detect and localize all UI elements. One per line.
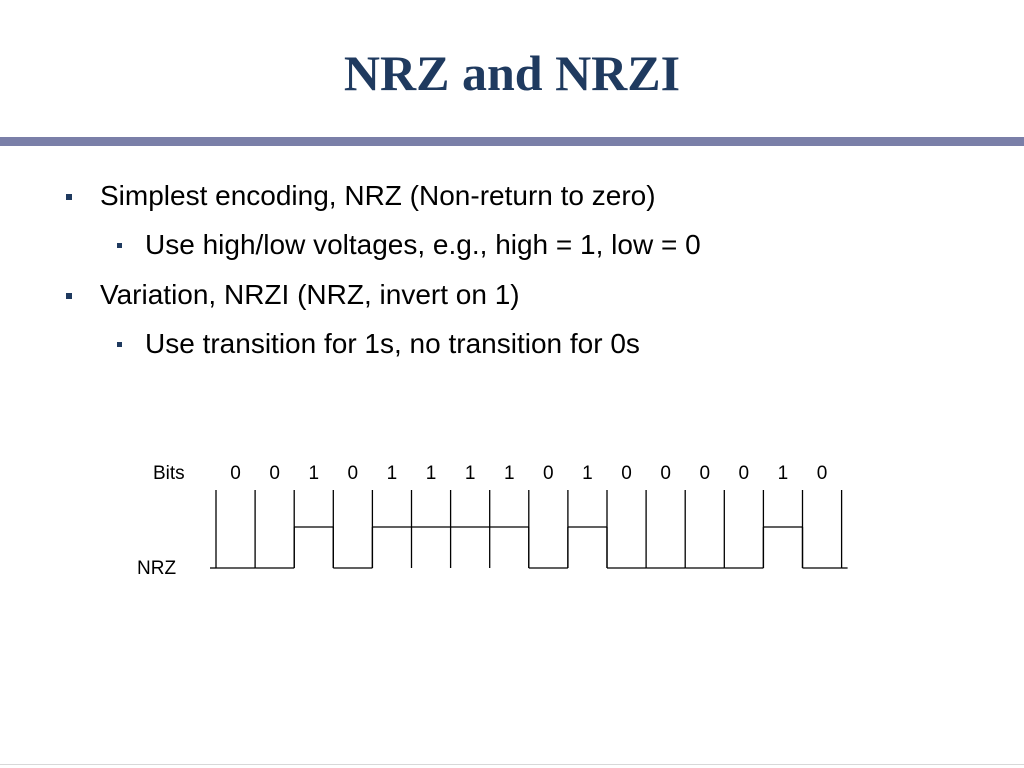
bit-value: 0 xyxy=(269,463,280,484)
footer-divider xyxy=(0,764,1024,765)
bit-value: 0 xyxy=(739,463,750,484)
bits-label: Bits xyxy=(153,463,185,484)
bit-value: 1 xyxy=(465,463,476,484)
bullet-square-icon xyxy=(66,194,72,200)
slide-title: NRZ and NRZI xyxy=(343,45,681,101)
bit-value: 1 xyxy=(387,463,398,484)
bit-value: 1 xyxy=(308,463,319,484)
signal-label: NRZ xyxy=(137,558,176,579)
nrz-waveform xyxy=(210,526,848,569)
sub-bullet-item: Use high/low voltages, e.g., high = 1, l… xyxy=(117,229,701,261)
bullet-square-icon xyxy=(117,243,122,248)
bullet-square-icon xyxy=(66,293,72,299)
bullet-text: Simplest encoding, NRZ (Non-return to ze… xyxy=(100,180,656,211)
bit-value: 0 xyxy=(660,463,671,484)
bit-value: 0 xyxy=(230,463,241,484)
bit-value: 1 xyxy=(582,463,593,484)
title-divider xyxy=(0,137,1024,146)
sub-bullet-item: Use transition for 1s, no transition for… xyxy=(117,328,640,360)
bit-values: 0 0 1 0 1 1 1 1 0 1 0 0 0 0 1 0 xyxy=(230,463,827,484)
bit-value: 0 xyxy=(348,463,359,484)
bit-value: 0 xyxy=(817,463,828,484)
bit-value: 0 xyxy=(699,463,710,484)
bullet-item: Variation, NRZI (NRZ, invert on 1) xyxy=(66,279,520,311)
bullet-text: Variation, NRZI (NRZ, invert on 1) xyxy=(100,279,520,310)
bullet-text: Use transition for 1s, no transition for… xyxy=(145,328,640,359)
bit-value: 0 xyxy=(621,463,632,484)
bit-value: 1 xyxy=(504,463,515,484)
bullet-text: Use high/low voltages, e.g., high = 1, l… xyxy=(145,229,701,260)
bit-value: 0 xyxy=(543,463,554,484)
bullet-item: Simplest encoding, NRZ (Non-return to ze… xyxy=(66,180,656,212)
bullet-square-icon xyxy=(117,342,122,347)
bit-value: 1 xyxy=(778,463,789,484)
bit-value: 1 xyxy=(426,463,437,484)
